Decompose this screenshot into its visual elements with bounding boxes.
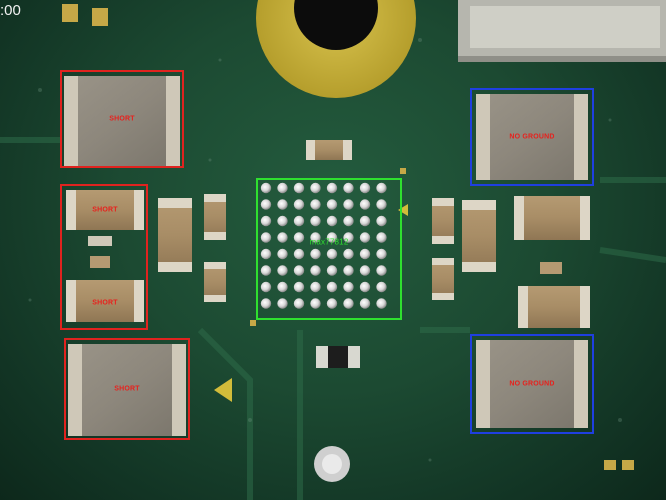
short-label-2: SHORT xyxy=(92,206,118,214)
short-marker-3: SHORT xyxy=(66,282,144,324)
bga-ball xyxy=(277,281,288,293)
bga-ball xyxy=(310,199,321,210)
bga-ball xyxy=(326,182,338,194)
bga-ball xyxy=(326,215,338,227)
bga-ball xyxy=(343,182,354,194)
bga-ball xyxy=(343,232,354,243)
bga-ball xyxy=(359,215,371,227)
bga-ball xyxy=(260,281,272,293)
short-marker-4: SHORT xyxy=(64,338,190,440)
bga-ball xyxy=(260,232,272,243)
bga-ball xyxy=(310,298,321,309)
bga-ball xyxy=(277,298,288,309)
bga-ball xyxy=(376,199,387,210)
bga-ball xyxy=(293,199,305,210)
bga-ball xyxy=(260,182,272,194)
bga-ball xyxy=(343,265,354,276)
bga-ball xyxy=(359,199,371,210)
short-group-marker xyxy=(60,184,148,330)
bga-ball xyxy=(359,182,371,194)
bga-ball xyxy=(277,248,288,260)
bga-ball xyxy=(376,182,387,194)
bga-ball xyxy=(310,281,321,293)
bga-ball xyxy=(376,248,387,260)
bga-ball xyxy=(376,215,387,227)
bga-ball xyxy=(293,265,305,276)
short-marker-1: SHORT xyxy=(60,70,184,168)
bga-ball xyxy=(277,182,288,194)
bga-ball xyxy=(376,281,387,293)
short-marker-2: SHORT xyxy=(66,190,144,230)
bga-ball xyxy=(277,265,288,276)
bga-ball xyxy=(260,298,272,309)
bga-ball xyxy=(310,232,321,243)
bga-ball xyxy=(343,199,354,210)
bga-ball xyxy=(310,215,321,227)
timestamp: :00 xyxy=(0,2,21,19)
bga-ball xyxy=(343,248,354,260)
bga-ball xyxy=(310,248,321,260)
bga-ball xyxy=(359,281,371,293)
bga-ball xyxy=(359,265,371,276)
no-ground-marker-1: NO GROUND xyxy=(470,88,594,186)
bga-ball xyxy=(326,281,338,293)
bga-ball xyxy=(326,298,338,309)
short-label-1: SHORT xyxy=(109,115,135,123)
chip-label: max77812 xyxy=(309,237,349,247)
bga-ball xyxy=(326,248,338,260)
no-ground-marker-2: NO GROUND xyxy=(470,334,594,434)
bga-ball xyxy=(376,232,387,243)
bga-ball xyxy=(293,232,305,243)
bga-ball xyxy=(343,215,354,227)
bga-ball-grid xyxy=(260,182,387,309)
bga-ball xyxy=(310,182,321,194)
no-ground-label-2: NO GROUND xyxy=(509,380,555,388)
bga-ball xyxy=(277,215,288,227)
bga-ball xyxy=(310,265,321,276)
bga-ball xyxy=(326,265,338,276)
bga-ball xyxy=(260,248,272,260)
chip-marker: max77812 xyxy=(256,178,402,320)
bga-ball xyxy=(293,182,305,194)
no-ground-label-1: NO GROUND xyxy=(509,133,555,141)
bga-ball xyxy=(376,265,387,276)
bga-ball xyxy=(326,199,338,210)
short-label-4: SHORT xyxy=(114,385,140,393)
bga-ball xyxy=(293,215,305,227)
short-label-3: SHORT xyxy=(92,299,118,307)
bga-ball xyxy=(260,199,272,210)
bga-ball xyxy=(277,232,288,243)
bga-ball xyxy=(376,298,387,309)
bga-ball xyxy=(260,265,272,276)
bga-ball xyxy=(326,232,338,243)
bga-ball xyxy=(343,281,354,293)
bga-ball xyxy=(359,232,371,243)
bga-ball xyxy=(277,199,288,210)
bga-ball xyxy=(293,281,305,293)
bga-ball xyxy=(359,298,371,309)
bga-ball xyxy=(260,215,272,227)
bga-ball xyxy=(359,248,371,260)
bga-ball xyxy=(343,298,354,309)
bga-ball xyxy=(293,298,305,309)
bga-ball xyxy=(293,248,305,260)
